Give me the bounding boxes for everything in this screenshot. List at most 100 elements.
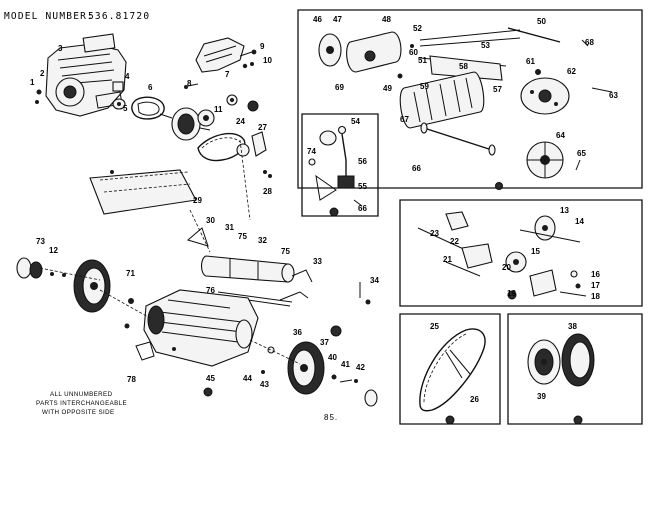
part-number-labels: 1 2 3 4 5 6 7 8 9 10 11 12 13 14 15 16 1…	[30, 15, 618, 404]
bolts-7-10	[184, 49, 257, 89]
part-label-61: 61	[526, 57, 535, 66]
part-label-60: 60	[409, 48, 418, 57]
part-label-36: 36	[293, 328, 302, 337]
part-label-11: 11	[214, 105, 223, 114]
model-number-label: MODEL NUMBER:	[4, 11, 94, 22]
part-label-48: 48	[382, 15, 391, 24]
part-label-10: 10	[263, 56, 272, 65]
part-label-66: 66	[358, 204, 367, 213]
part-label-67: 67	[400, 115, 409, 124]
part-label-69: 69	[335, 83, 344, 92]
engine-small-parts	[35, 81, 126, 110]
plate-29	[89, 169, 197, 215]
part-label-8: 8	[187, 79, 192, 88]
part-label-75a: 75	[238, 232, 247, 241]
part-label-44: 44	[243, 374, 252, 383]
part-label-53: 53	[481, 41, 490, 50]
part-label-3: 3	[58, 44, 63, 53]
part-label-75b: 75	[281, 247, 290, 256]
part-label-39: 39	[537, 392, 546, 401]
bracket-33	[291, 269, 313, 299]
part-label-57: 57	[493, 85, 502, 94]
part-label-23: 23	[430, 229, 439, 238]
part-label-78: 78	[127, 375, 136, 384]
part-label-18: 18	[591, 292, 600, 301]
part-label-34: 34	[370, 276, 379, 285]
part-label-5: 5	[123, 104, 128, 113]
part-label-47: 47	[333, 15, 342, 24]
part-label-26: 26	[470, 395, 479, 404]
part-label-43: 43	[260, 380, 269, 389]
note-line-2: PARTS INTERCHANGEABLE	[36, 400, 127, 407]
reel-assembly-parts	[318, 27, 613, 190]
reel-assembly-box	[297, 9, 643, 189]
part-label-62: 62	[567, 67, 576, 76]
wheel-hardware-40-42	[331, 374, 378, 407]
part-label-52: 52	[413, 24, 422, 33]
part-label-17: 17	[591, 281, 600, 290]
part-label-71: 71	[126, 269, 135, 278]
part-label-6: 6	[148, 83, 153, 92]
part-label-63: 63	[609, 91, 618, 100]
part-label-14: 14	[575, 217, 584, 226]
part-label-15: 15	[531, 247, 540, 256]
pulley-39-38	[527, 333, 595, 425]
roller-31-32	[186, 227, 295, 307]
part-label-74: 74	[307, 147, 316, 156]
part-label-46: 46	[313, 15, 322, 24]
part-label-65: 65	[577, 149, 586, 158]
part-label-51: 51	[418, 56, 427, 65]
part-label-25: 25	[430, 322, 439, 331]
guard-8	[195, 37, 245, 73]
drive-gear-parts	[417, 211, 587, 300]
part-label-54: 54	[351, 117, 360, 126]
part-label-24: 24	[236, 117, 245, 126]
drive-gear-box	[399, 199, 643, 307]
part-label-59: 59	[420, 82, 429, 91]
part-label-50: 50	[537, 17, 546, 26]
bracket-27	[251, 131, 267, 157]
note-line-3: WITH OPPOSITE SIDE	[42, 409, 115, 416]
part-label-28: 28	[263, 187, 272, 196]
part-label-66b: 66	[412, 164, 421, 173]
part-label-40: 40	[328, 353, 337, 362]
left-wheel-assembly	[16, 257, 111, 313]
part-label-19: 19	[507, 289, 516, 298]
part-label-38: 38	[568, 322, 577, 331]
part-label-16: 16	[591, 270, 600, 279]
part-label-56: 56	[358, 157, 367, 166]
part-label-13: 13	[560, 206, 569, 215]
part-label-7: 7	[225, 70, 230, 79]
part-label-1: 1	[30, 78, 35, 87]
part-label-2: 2	[40, 69, 45, 78]
height-adjust-parts	[308, 125, 363, 217]
part-label-31: 31	[225, 223, 234, 232]
part-label-22: 22	[450, 237, 459, 246]
page-number: 85.	[324, 413, 338, 422]
note-line-1: ALL UNNUMBERED	[50, 391, 113, 398]
part-label-29: 29	[193, 196, 202, 205]
part-label-58: 58	[459, 62, 468, 71]
model-number-value: 536.81720	[88, 11, 150, 22]
part-label-12: 12	[49, 246, 58, 255]
part-label-37: 37	[320, 338, 329, 347]
reel-deck-45	[124, 289, 259, 397]
part-label-76: 76	[206, 286, 215, 295]
belt-6	[131, 96, 165, 120]
chain-25	[419, 328, 486, 425]
part-label-4: 4	[125, 72, 130, 81]
height-adjust-box	[301, 113, 379, 217]
part-label-41: 41	[341, 360, 350, 369]
part-label-21: 21	[443, 255, 452, 264]
part-label-45: 45	[206, 374, 215, 383]
drive-pulley-11	[159, 94, 259, 141]
chain-box	[399, 313, 501, 425]
part-label-55: 55	[358, 182, 367, 191]
part-label-33: 33	[313, 257, 322, 266]
part-label-30: 30	[206, 216, 215, 225]
pulley-box	[507, 313, 643, 425]
part-label-42: 42	[356, 363, 365, 372]
right-wheel-37	[261, 325, 342, 395]
part-label-27: 27	[258, 123, 267, 132]
